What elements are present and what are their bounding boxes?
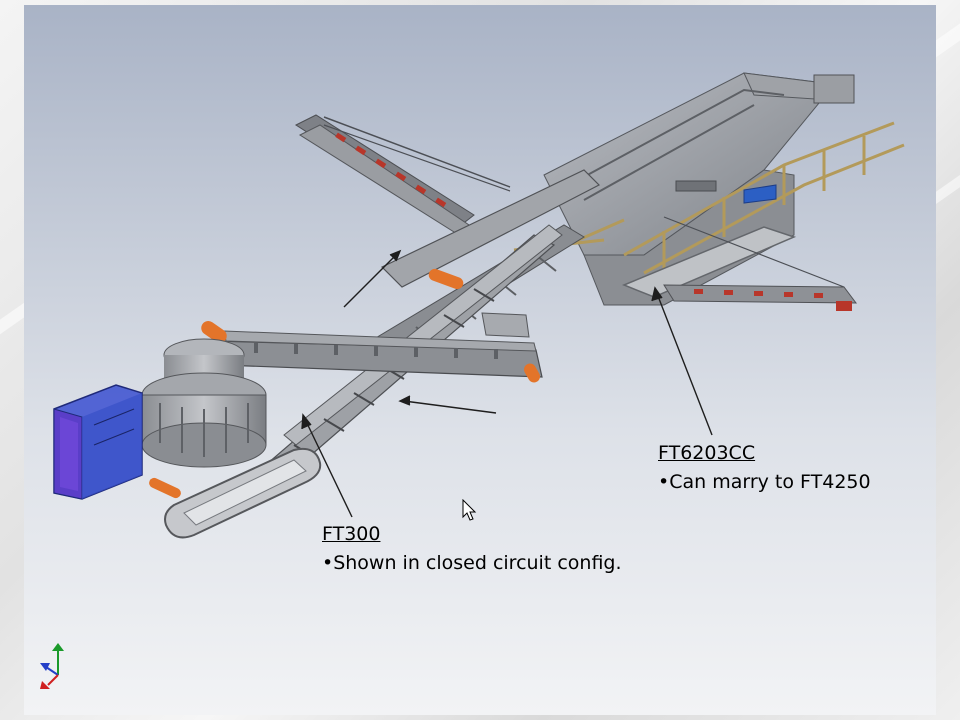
callout-ft6203cc: FT6203CC •Can marry to FT4250 [658, 439, 871, 497]
callout-title: FT300 [322, 523, 381, 545]
discharge-conveyor [201, 312, 543, 383]
axis-triad-icon [40, 643, 64, 689]
callout-title: FT6203CC [658, 442, 756, 464]
screen-plant-body [513, 72, 905, 306]
upper-stacker-conveyor [294, 114, 511, 238]
mouse-cursor-icon [462, 499, 477, 521]
machinery-illustration [53, 72, 905, 539]
callout-bullet: •Shown in closed circuit config. [322, 552, 622, 574]
power-unit [53, 384, 143, 500]
callout-ft300: FT300 •Shown in closed circuit config. [322, 520, 622, 578]
annotation-lines [301, 249, 713, 518]
slide-canvas: FT6203CC •Can marry to FT4250 FT300 •Sho… [24, 5, 936, 715]
crusher-track [149, 447, 322, 539]
side-conveyor [663, 216, 858, 311]
callout-bullet: •Can marry to FT4250 [658, 471, 871, 493]
cone-crusher [141, 338, 267, 468]
